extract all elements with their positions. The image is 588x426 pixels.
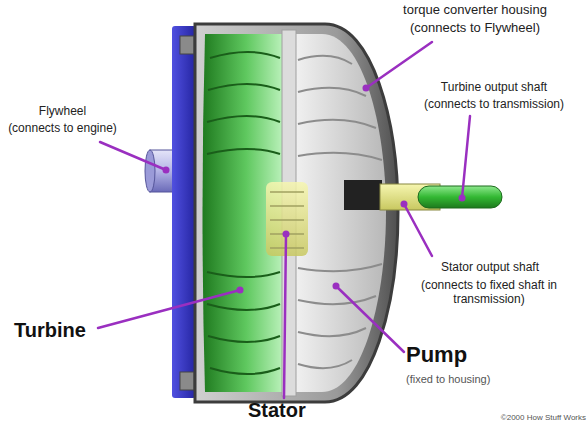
watermark: ©2000 How Stuff Works <box>470 413 586 423</box>
part-name: Stator <box>248 398 338 422</box>
part-note: (connects to engine) <box>0 121 125 135</box>
part-note: (connects to transmission) <box>402 97 586 111</box>
flywheel-hub-end <box>145 150 155 192</box>
leader-dots <box>163 85 466 294</box>
part-name: Turbine <box>14 318 114 342</box>
part-label: Turbine output shaft <box>402 80 586 94</box>
pump-vanes <box>298 56 382 368</box>
bolt <box>180 372 194 390</box>
part-label: Flywheel <box>0 104 125 118</box>
pump <box>296 34 386 392</box>
flywheel-plate <box>172 26 196 398</box>
shaft-collar <box>344 180 382 210</box>
part-note: (connects to fixed shaft in transmission… <box>405 278 573 307</box>
part-note: (fixed to housing) <box>406 373 546 386</box>
part-label: Stator output shaft <box>400 260 580 274</box>
part-label: torque converter housing <box>368 2 582 18</box>
turbine-output-shaft <box>418 186 502 208</box>
converter-housing <box>195 24 398 402</box>
bolt <box>180 36 194 54</box>
part-note: (connects to Flywheel) <box>368 20 582 36</box>
part-name: Pump <box>406 342 506 368</box>
